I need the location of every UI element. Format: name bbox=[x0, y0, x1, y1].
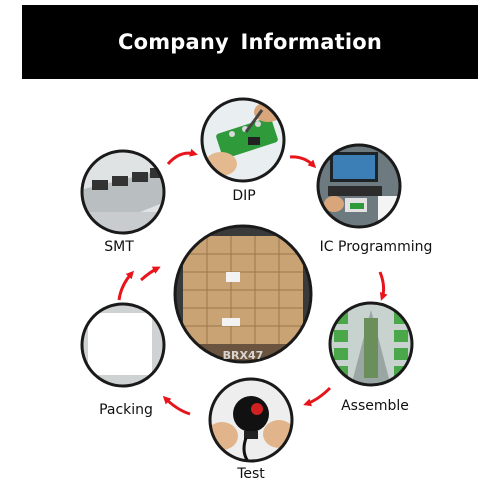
step-label-packing: Packing bbox=[99, 402, 153, 418]
assemble-photo bbox=[328, 301, 414, 387]
smt-photo bbox=[80, 149, 166, 235]
arrow-test-to-packing bbox=[162, 395, 191, 416]
dip-photo bbox=[200, 97, 286, 183]
ic-programming-photo bbox=[316, 143, 402, 229]
packing-photo bbox=[80, 302, 166, 388]
arrow-ic-programming-to-assemble bbox=[378, 271, 388, 301]
arrow-dip-to-ic-programming bbox=[289, 155, 317, 169]
carton-marking: BRX47 bbox=[223, 349, 264, 362]
page-title: Company Information bbox=[117, 30, 383, 54]
step-label-assemble: Assemble bbox=[341, 398, 409, 414]
arrow-packing-to-smt bbox=[117, 270, 135, 301]
step-label-smt: SMT bbox=[104, 239, 134, 255]
arrow-into-center bbox=[140, 266, 161, 282]
step-label-ic-programming: IC Programming bbox=[319, 239, 433, 255]
step-label-dip: DIP bbox=[232, 188, 256, 204]
center-cartons-photo: BRX47 bbox=[173, 224, 313, 364]
header-banner: Company Information bbox=[22, 5, 478, 79]
arrow-smt-to-dip bbox=[166, 148, 198, 166]
test-photo bbox=[208, 377, 294, 463]
arrow-assemble-to-test bbox=[303, 386, 332, 407]
step-label-test: Test bbox=[237, 466, 265, 482]
